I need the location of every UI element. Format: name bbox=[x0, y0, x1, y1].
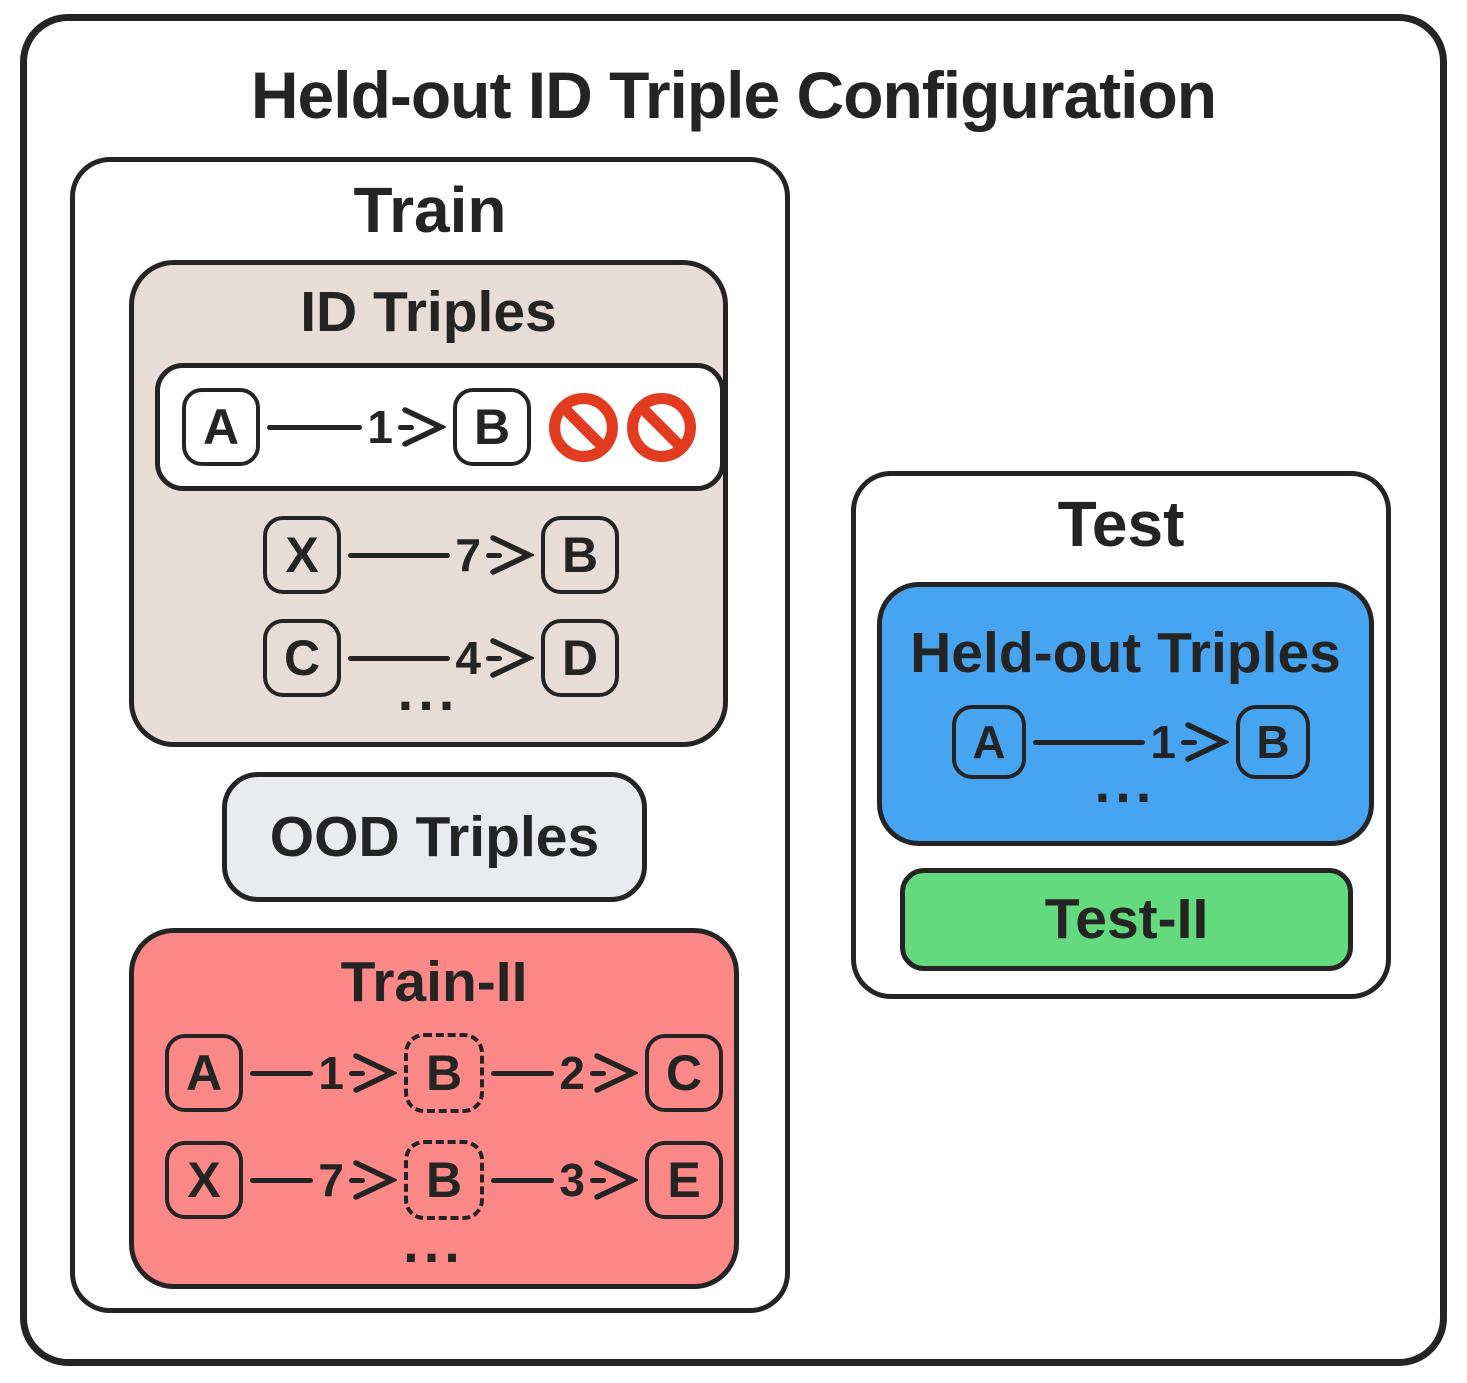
entity-node-a: A bbox=[182, 388, 260, 466]
ood-triples-box: OOD Triples bbox=[222, 772, 647, 902]
id-triples-title: ID Triples bbox=[300, 280, 557, 344]
entity-label: A bbox=[972, 716, 1006, 768]
relation-label: 7 bbox=[318, 1154, 344, 1206]
entity-label: B bbox=[473, 399, 511, 455]
test-panel-title: Test bbox=[1057, 488, 1185, 560]
relation-label: 3 bbox=[559, 1154, 585, 1206]
relation-label: 4 bbox=[455, 632, 481, 684]
entity-label: A bbox=[202, 399, 240, 455]
held-out-triples-title: Held-out Triples bbox=[910, 621, 1341, 685]
edge-line bbox=[491, 1177, 555, 1183]
entity-label: C bbox=[283, 630, 321, 686]
train-panel: Train ID Triples A 1 B bbox=[70, 157, 790, 1313]
entity-node-e: E bbox=[645, 1141, 723, 1219]
relation-edge: 7 bbox=[341, 532, 541, 578]
test-ii-box: Test-II bbox=[900, 868, 1353, 971]
edge-line bbox=[486, 552, 502, 558]
edge-line bbox=[250, 1177, 314, 1183]
entity-label: X bbox=[285, 527, 319, 583]
no-entry-icons bbox=[547, 391, 698, 464]
ellipsis-dots: ... bbox=[1094, 751, 1157, 814]
arrowhead-icon bbox=[490, 535, 534, 575]
edge-line bbox=[348, 552, 451, 558]
entity-node-x: X bbox=[263, 516, 341, 594]
edge-line bbox=[398, 424, 414, 430]
entity-label: E bbox=[667, 1152, 701, 1208]
test-panel: Test Held-out Triples A 1 B ... bbox=[851, 471, 1391, 999]
test-ii-title: Test-II bbox=[1044, 887, 1209, 951]
arrowhead-icon bbox=[1185, 722, 1229, 762]
edge-line bbox=[250, 1070, 314, 1076]
entity-node-b: B bbox=[541, 516, 619, 594]
train-ii-row: A 1 B 2 C bbox=[165, 1033, 723, 1113]
edge-line bbox=[348, 655, 451, 661]
entity-node-b-heldout: B bbox=[404, 1140, 484, 1220]
ellipsis-dots: ... bbox=[403, 1211, 465, 1274]
entity-label: X bbox=[187, 1152, 221, 1208]
entity-label: C bbox=[665, 1045, 703, 1101]
train-panel-title: Train bbox=[353, 174, 507, 246]
entity-label: D bbox=[561, 630, 599, 686]
arrowhead-icon bbox=[490, 638, 534, 678]
entity-label: B bbox=[1256, 716, 1290, 768]
edge-line bbox=[486, 655, 502, 661]
entity-node-c: C bbox=[645, 1034, 723, 1112]
edge-line bbox=[1033, 739, 1146, 745]
relation-edge: 1 bbox=[260, 404, 453, 450]
entity-node-x: X bbox=[165, 1141, 243, 1219]
edge-line bbox=[1181, 739, 1197, 745]
arrowhead-icon bbox=[594, 1160, 638, 1200]
arrowhead-icon bbox=[353, 1160, 397, 1200]
train-ii-title: Train-II bbox=[340, 950, 528, 1014]
entity-label: B bbox=[425, 1045, 463, 1101]
no-entry-icon bbox=[627, 392, 696, 462]
held-out-triple-row: A 1 B bbox=[952, 705, 1310, 779]
id-triples-box: ID Triples A 1 B bbox=[129, 260, 728, 747]
diagram-title: Held-out ID Triple Configuration bbox=[250, 58, 1217, 132]
ellipsis-dots: ... bbox=[397, 659, 460, 722]
relation-edge: 7 bbox=[243, 1157, 404, 1203]
relation-label: 1 bbox=[367, 401, 393, 453]
entity-node-d: D bbox=[541, 619, 619, 697]
relation-edge: 3 bbox=[484, 1157, 645, 1203]
relation-edge: 2 bbox=[484, 1050, 645, 1096]
edge-line bbox=[590, 1177, 606, 1183]
edge-line bbox=[349, 1177, 365, 1183]
entity-label: B bbox=[425, 1152, 463, 1208]
arrowhead-icon bbox=[402, 407, 446, 447]
edge-line bbox=[349, 1070, 365, 1076]
relation-label: 7 bbox=[455, 529, 481, 581]
id-triple-row: X 7 B bbox=[263, 516, 619, 594]
entity-node-a: A bbox=[952, 705, 1026, 779]
relation-edge: 4 bbox=[341, 635, 541, 681]
relation-edge: 1 bbox=[1026, 719, 1236, 765]
entity-node-b-heldout: B bbox=[404, 1033, 484, 1113]
id-triple-row: C 4 D bbox=[263, 619, 619, 697]
relation-label: 2 bbox=[559, 1047, 585, 1099]
relation-label: 1 bbox=[1150, 716, 1176, 768]
no-entry-icon bbox=[549, 392, 618, 462]
entity-node-c: C bbox=[263, 619, 341, 697]
held-out-triples-box: Held-out Triples A 1 B ... bbox=[877, 582, 1374, 846]
train-ii-box: Train-II A 1 B 2 bbox=[129, 928, 739, 1289]
train-ii-row: X 7 B 3 E bbox=[165, 1140, 723, 1220]
arrowhead-icon bbox=[594, 1053, 638, 1093]
ood-triples-title: OOD Triples bbox=[269, 804, 600, 869]
entity-label: A bbox=[185, 1045, 223, 1101]
entity-node-b: B bbox=[453, 388, 531, 466]
held-out-id-triple-box: A 1 B bbox=[155, 363, 725, 491]
relation-label: 1 bbox=[318, 1047, 344, 1099]
entity-node-a: A bbox=[165, 1034, 243, 1112]
entity-label: B bbox=[561, 527, 599, 583]
edge-line bbox=[590, 1070, 606, 1076]
arrowhead-icon bbox=[353, 1053, 397, 1093]
relation-edge: 1 bbox=[243, 1050, 404, 1096]
edge-line bbox=[491, 1070, 555, 1076]
entity-node-b: B bbox=[1236, 705, 1310, 779]
edge-line bbox=[267, 424, 363, 430]
